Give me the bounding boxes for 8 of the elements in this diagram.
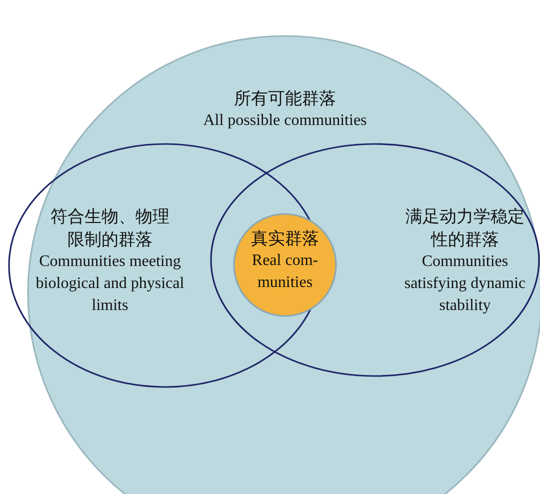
english-label: Communities satisfying dynamic stability — [403, 252, 527, 316]
chinese-label: 符合生物、物理限制的群落 — [50, 206, 170, 251]
english-label: All possible communities — [203, 111, 367, 131]
chinese-label: 满足动力学稳定性的群落 — [404, 206, 526, 251]
english-label: Real com-munities — [250, 251, 320, 293]
chinese-label: 真实群落 — [251, 228, 319, 250]
chinese-label: 所有可能群落 — [234, 88, 336, 110]
english-label: Communities meeting biological and physical limits — [34, 252, 186, 316]
